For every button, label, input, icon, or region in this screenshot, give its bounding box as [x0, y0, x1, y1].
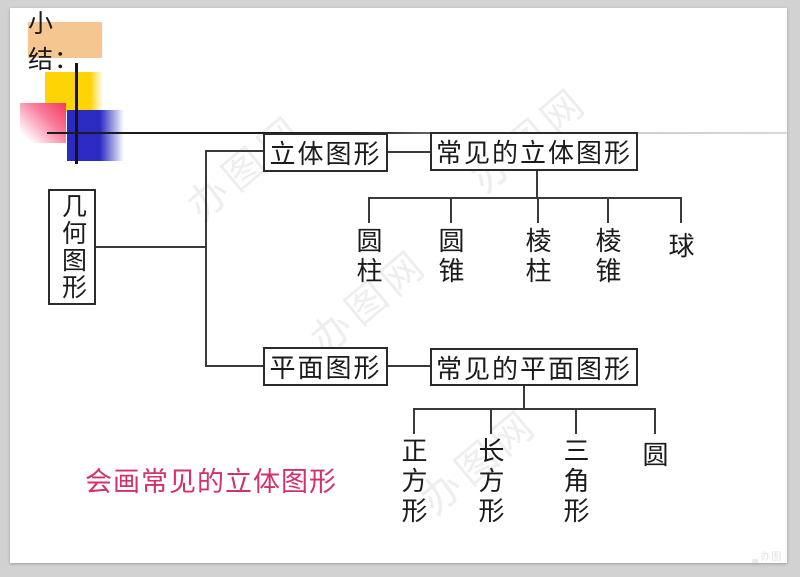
connector-branch-plane [205, 365, 263, 367]
node-common-solid-figures: 常见的立体图形 [430, 132, 638, 171]
connector-solid-drop [536, 171, 538, 198]
connector-leaf-drop [368, 197, 370, 223]
node-solid-figures: 立体图形 [263, 133, 388, 172]
leaf-cone: 圆锥 [435, 227, 464, 287]
leaf-circle: 圆 [639, 441, 668, 471]
leaf-pyramid: 棱锥 [592, 227, 621, 287]
connector-root [96, 246, 206, 248]
connector-leaf-drop [490, 408, 492, 434]
connector-branch-solid [205, 150, 263, 152]
connector-leaf-drop [537, 197, 539, 223]
connector-solid-detail [388, 151, 430, 153]
leaf-sphere: 球 [665, 232, 694, 262]
slide-canvas: 办图网 办图网 办图网 办图网 办图网 小结： 几何图形 立体图形 常见的立体图… [10, 8, 787, 563]
watermark-logo: 办图网 [752, 548, 787, 563]
divider-line [47, 132, 787, 134]
leaf-rectangle: 长方形 [475, 437, 504, 527]
connector-bracket [205, 150, 207, 367]
node-plane-figures: 平面图形 [263, 347, 388, 386]
node-common-plane-figures: 常见的平面图形 [430, 348, 638, 386]
connector-leaf-drop [575, 408, 577, 434]
connector-plane-detail [388, 365, 430, 367]
connector-solid-rail [368, 197, 682, 199]
summary-title: 小结： [28, 11, 102, 74]
decor-red-square [20, 103, 66, 143]
leaf-cylinder: 圆柱 [353, 227, 382, 287]
watermark-logo-icon [752, 559, 759, 563]
summary-note: 会画常见的立体图形 [85, 467, 337, 497]
connector-leaf-drop [450, 197, 452, 223]
connector-leaf-drop [680, 197, 682, 223]
leaf-prism: 棱柱 [522, 227, 551, 287]
leaf-triangle: 三角形 [560, 437, 589, 527]
connector-plane-drop [523, 386, 525, 409]
connector-leaf-drop [413, 408, 415, 434]
node-geometric-figures: 几何图形 [48, 189, 96, 305]
connector-leaf-drop [654, 408, 656, 434]
decor-vertical-line [75, 63, 78, 164]
connector-plane-rail [413, 408, 656, 410]
connector-leaf-drop [607, 197, 609, 223]
leaf-square: 正方形 [398, 437, 427, 527]
